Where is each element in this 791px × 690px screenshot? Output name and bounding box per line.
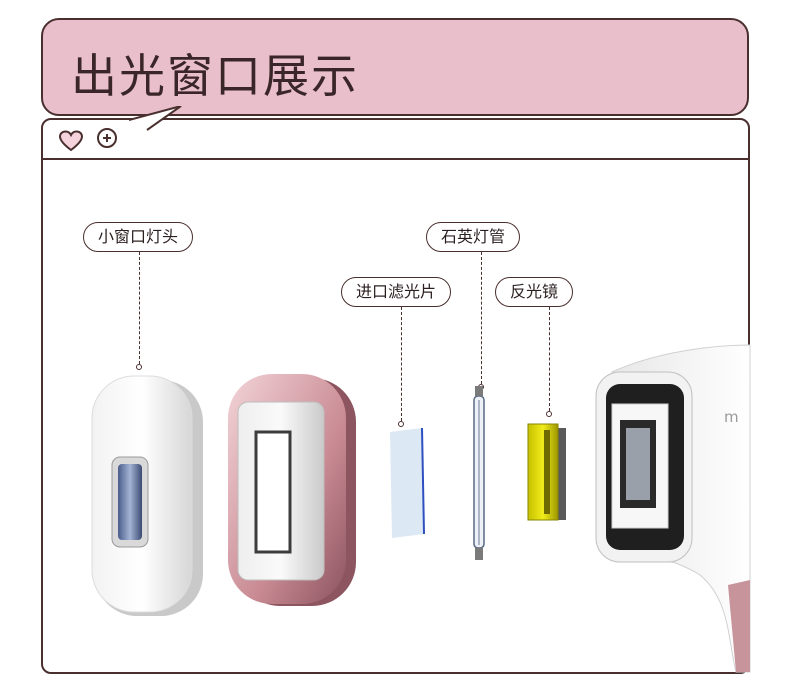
filter-part — [390, 428, 424, 538]
quartz-tube-part — [474, 386, 484, 560]
lamp-head-part — [92, 376, 203, 616]
brand-logo-text: m — [724, 408, 741, 426]
pink-frame-part — [228, 374, 356, 606]
device-body-part — [596, 345, 750, 672]
reflector-part — [528, 424, 566, 520]
